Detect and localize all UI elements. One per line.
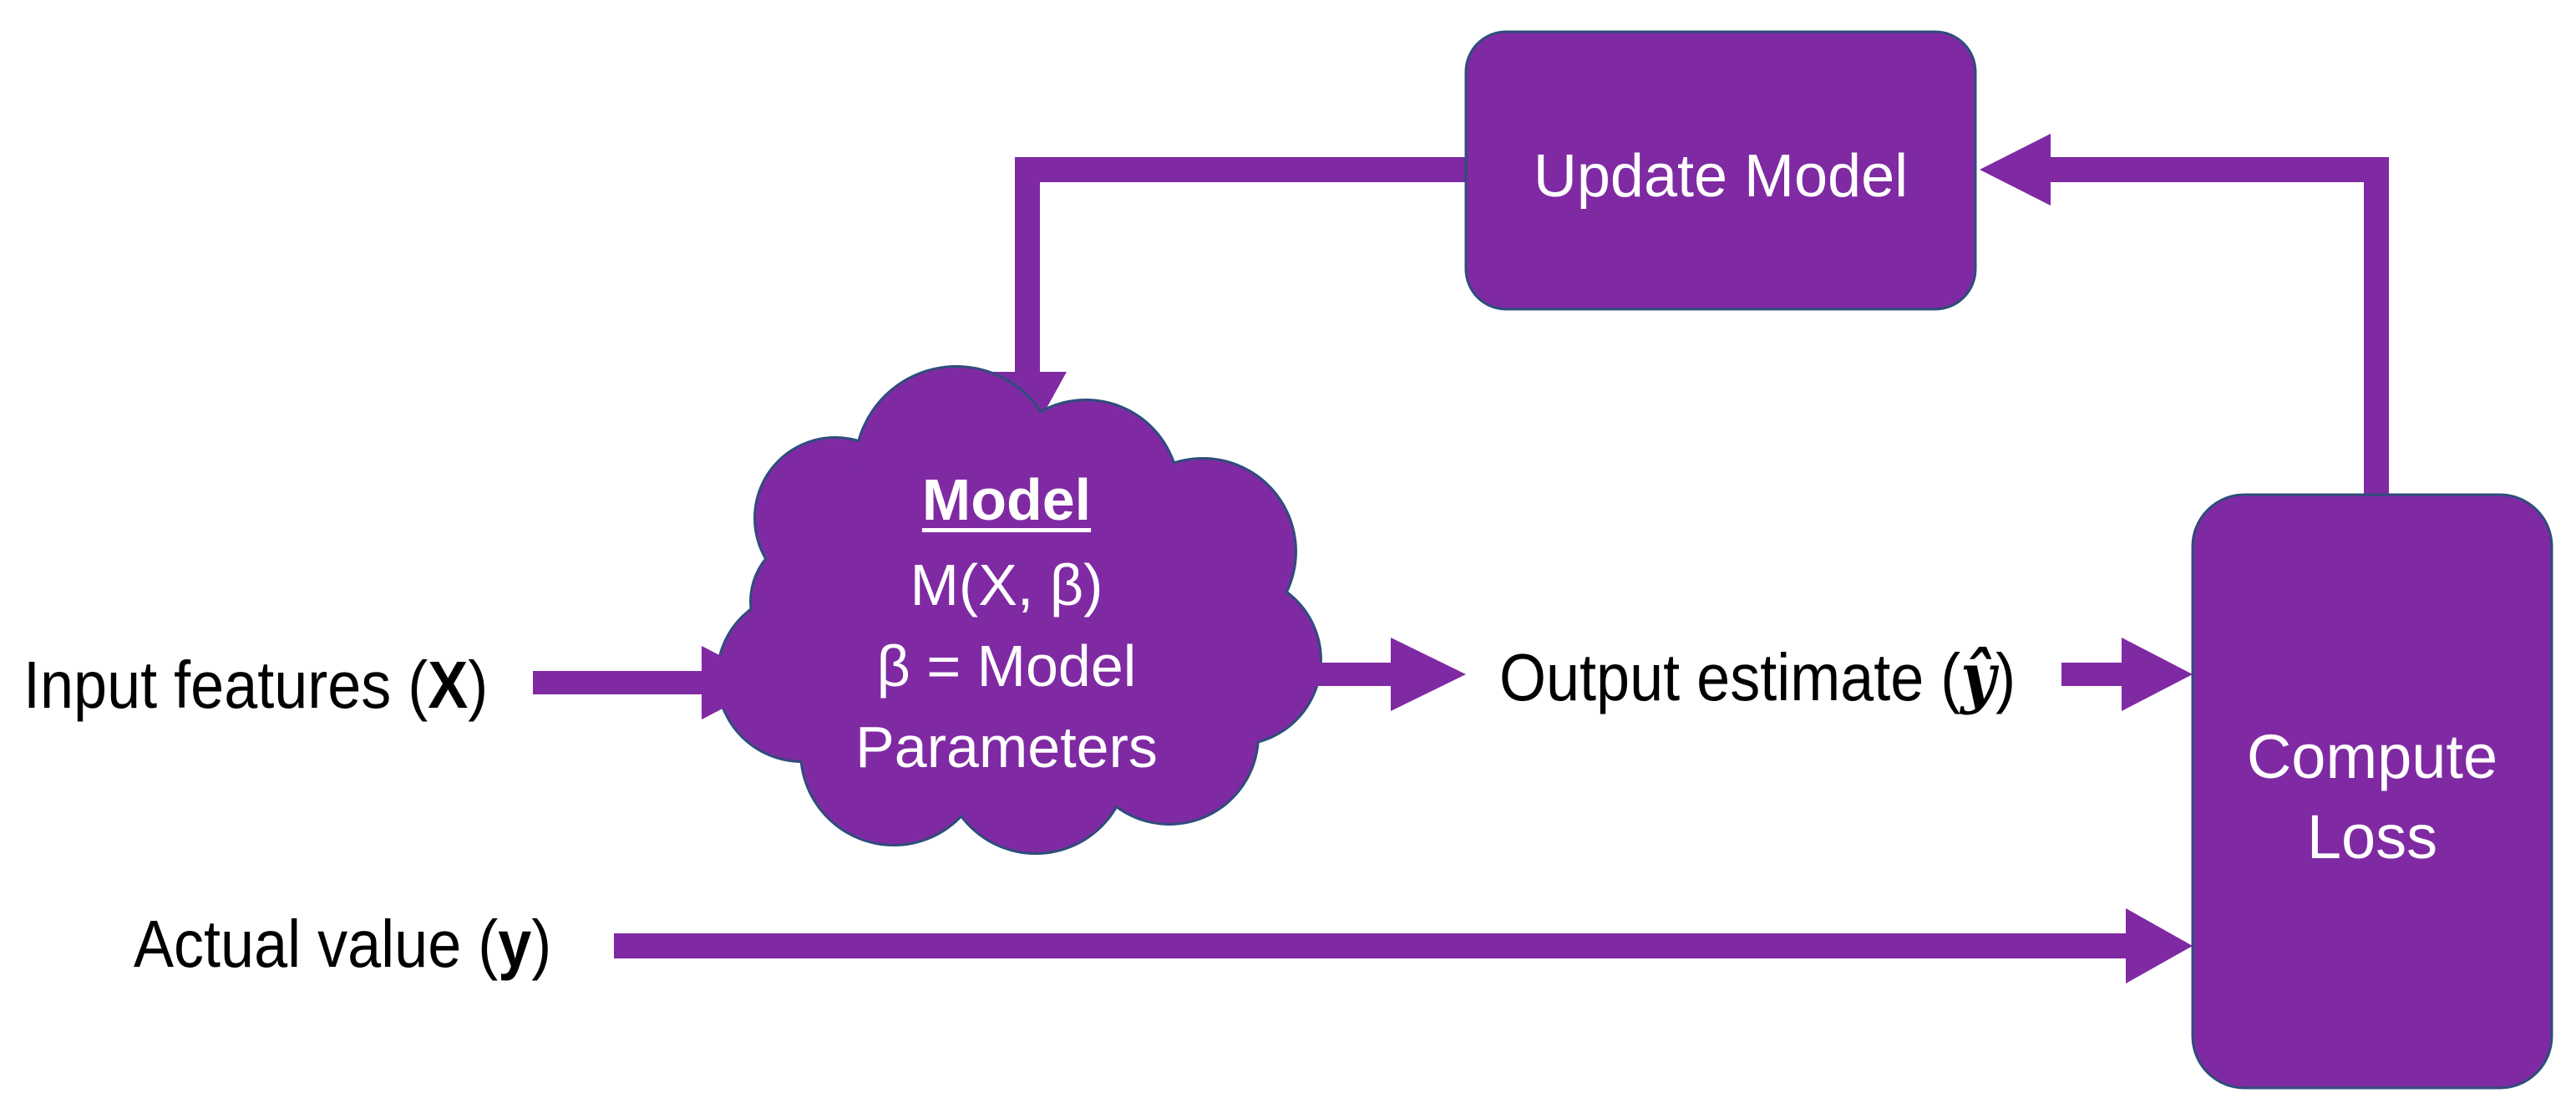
input-features-suffix: ) (468, 648, 489, 722)
compute-loss-label-line2: Loss (2306, 802, 2438, 872)
loss-to-update-vertical-line (2364, 157, 2389, 501)
update-to-model-vertical-line (1015, 157, 1040, 383)
loss-to-update-horizontal-line (2038, 157, 2389, 182)
compute-loss-box (2191, 493, 2553, 1090)
output-to-loss-line (2061, 663, 2128, 686)
model-to-output-line (1303, 663, 1403, 686)
actual-to-loss-line (614, 933, 2142, 958)
model-parameters-line2: Parameters (855, 714, 1158, 780)
forward-arrows (533, 638, 2193, 983)
compute-loss-label-line1: Compute (2246, 722, 2498, 791)
input-features-variable: X (428, 648, 469, 722)
actual-value-label: Actual value (y) (134, 911, 551, 978)
update-to-model-horizontal-line (1015, 157, 1466, 182)
model-title: Model (921, 467, 1092, 532)
input-to-model-line (533, 671, 717, 694)
actual-to-loss-arrowhead (2126, 908, 2193, 983)
input-to-model-arrowhead (702, 646, 773, 719)
model-to-output-arrowhead (1391, 638, 1466, 711)
actual-value-variable: y (498, 907, 532, 981)
output-to-loss-arrowhead (2122, 638, 2193, 711)
model-formula: M(X, β) (910, 552, 1103, 618)
input-features-label: Input features (X) (23, 652, 488, 719)
input-features-prefix: Input features ( (23, 648, 428, 722)
output-estimate-suffix: ) (1995, 640, 2016, 714)
update-model-arrowhead (1980, 134, 2051, 206)
output-estimate-prefix: Output estimate ( (1499, 640, 1961, 714)
update-model-label: Update Model (1533, 143, 1909, 210)
actual-value-prefix: Actual value ( (134, 907, 499, 981)
output-estimate-variable: ŷ (1960, 638, 1996, 716)
output-estimate-label: Output estimate (ŷ) (1499, 643, 2016, 711)
update-model-box (1464, 30, 1977, 311)
actual-value-suffix: ) (531, 907, 552, 981)
model-parameters-line1: β = Model (876, 633, 1137, 699)
model-cloud (716, 365, 1322, 855)
